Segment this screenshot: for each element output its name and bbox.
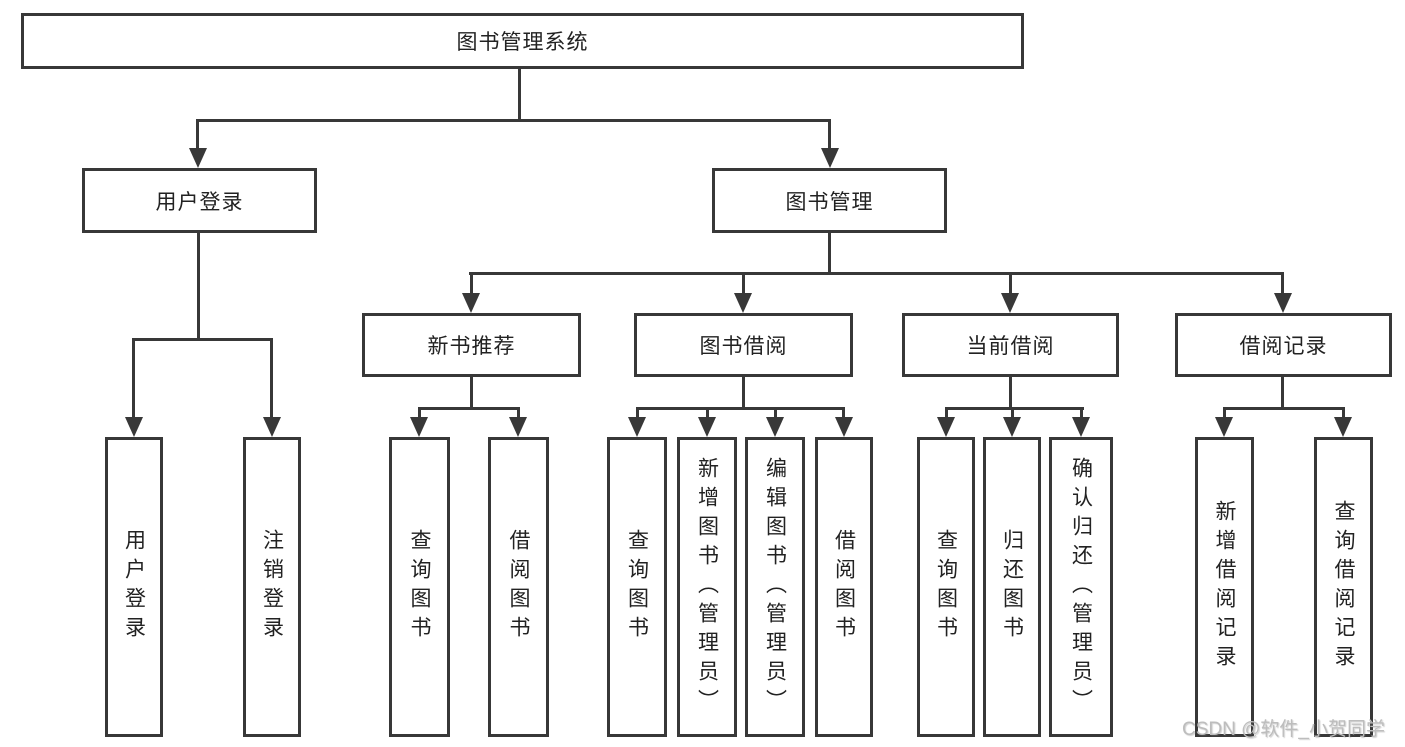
node-book-management: 图书管理	[712, 168, 947, 233]
arrowhead-user-login	[189, 148, 207, 168]
arrowhead-borrow-book-1	[509, 417, 527, 437]
connector-currentborrow-stem	[1009, 377, 1012, 407]
connector-to-borrow-records	[1281, 272, 1284, 295]
connector-recommend-rail	[418, 407, 520, 410]
connector-to-query-record	[1342, 407, 1345, 420]
node-book-borrow: 图书借阅	[634, 313, 853, 377]
leaf-edit-book-admin: 编辑图书（管理员）	[745, 437, 805, 737]
connector-recommend-stem	[470, 377, 473, 407]
node-book-borrow-label: 图书借阅	[699, 335, 788, 358]
arrowhead-current-borrow	[1001, 293, 1019, 313]
connector-to-book-management	[828, 119, 831, 151]
arrowhead-leaf-logout	[263, 417, 281, 437]
connector-to-add-book	[706, 407, 709, 420]
arrowhead-query-book-1	[410, 417, 428, 437]
node-borrow-records-label: 借阅记录	[1239, 335, 1328, 358]
connector-to-new-book-recommend	[470, 272, 473, 295]
arrowhead-query-record	[1334, 417, 1352, 437]
arrowhead-borrow-records	[1274, 293, 1292, 313]
connector-bookmgmt-rail	[469, 272, 1283, 275]
connector-currentborrow-rail	[945, 407, 1084, 410]
connector-to-borrow-book-1	[517, 407, 520, 420]
arrowhead-query-book-3	[937, 417, 955, 437]
arrowhead-borrow-book-2	[835, 417, 853, 437]
connector-to-query-book-1	[418, 407, 421, 420]
node-user-login: 用户登录	[82, 168, 317, 233]
connector-records-stem	[1281, 377, 1284, 407]
leaf-return-book-label: 归还图书	[1000, 529, 1024, 645]
node-current-borrow: 当前借阅	[902, 313, 1119, 377]
connector-to-add-record	[1223, 407, 1226, 420]
leaf-query-book-2-label: 查询图书	[625, 529, 649, 645]
connector-root-rail	[197, 119, 831, 122]
arrowhead-add-book	[698, 417, 716, 437]
connector-userlogin-stem	[197, 233, 200, 338]
connector-root-stem	[518, 69, 521, 119]
arrowhead-return-book	[1003, 417, 1021, 437]
connector-to-edit-book	[774, 407, 777, 420]
arrowhead-edit-book	[766, 417, 784, 437]
leaf-user-login: 用户登录	[105, 437, 163, 737]
leaf-confirm-return-admin-label: 确认归还（管理员）	[1069, 456, 1093, 718]
arrowhead-leaf-user-login	[125, 417, 143, 437]
connector-to-user-login	[196, 119, 199, 151]
node-user-login-label: 用户登录	[155, 190, 244, 214]
node-new-book-recommend: 新书推荐	[362, 313, 581, 377]
leaf-borrow-book-2: 借阅图书	[815, 437, 873, 737]
leaf-user-login-label: 用户登录	[122, 529, 146, 645]
connector-bookmgmt-stem	[828, 233, 831, 272]
leaf-edit-book-admin-label: 编辑图书（管理员）	[763, 456, 787, 718]
leaf-return-book: 归还图书	[983, 437, 1041, 737]
connector-to-leaf-user-login	[132, 338, 135, 420]
leaf-query-book-3-label: 查询图书	[934, 529, 958, 645]
connector-to-leaf-logout	[270, 338, 273, 420]
leaf-query-borrow-record: 查询借阅记录	[1314, 437, 1373, 737]
connector-to-return-book	[1011, 407, 1014, 420]
node-root-label: 图书管理系统	[456, 31, 589, 54]
node-book-management-label: 图书管理	[785, 190, 874, 214]
node-borrow-records: 借阅记录	[1175, 313, 1392, 377]
node-root: 图书管理系统	[21, 13, 1024, 69]
connector-to-query-book-2	[636, 407, 639, 420]
leaf-add-book-admin-label: 新增图书（管理员）	[695, 456, 719, 718]
leaf-query-book-2: 查询图书	[607, 437, 667, 737]
connector-to-borrow-book-2	[842, 407, 845, 420]
leaf-confirm-return-admin: 确认归还（管理员）	[1049, 437, 1113, 737]
leaf-query-book-3: 查询图书	[917, 437, 975, 737]
leaf-borrow-book-2-label: 借阅图书	[832, 529, 856, 645]
connector-to-current-borrow	[1009, 272, 1012, 295]
node-current-borrow-label: 当前借阅	[966, 335, 1055, 358]
connector-to-query-book-3	[945, 407, 948, 420]
leaf-logout-label: 注销登录	[260, 529, 284, 645]
connector-to-book-borrow	[742, 272, 745, 295]
leaf-borrow-book-1: 借阅图书	[488, 437, 549, 737]
connector-bookborrow-stem	[742, 377, 745, 407]
node-new-book-recommend-label: 新书推荐	[427, 335, 516, 358]
arrowhead-new-book-recommend	[462, 293, 480, 313]
arrowhead-add-record	[1215, 417, 1233, 437]
leaf-add-book-admin: 新增图书（管理员）	[677, 437, 737, 737]
leaf-borrow-book-1-label: 借阅图书	[507, 529, 530, 645]
arrowhead-query-book-2	[628, 417, 646, 437]
arrowhead-book-management	[821, 148, 839, 168]
leaf-query-borrow-record-label: 查询借阅记录	[1332, 500, 1355, 674]
connector-userlogin-rail	[132, 338, 273, 341]
csdn-watermark: CSDN @软件_小贺同学	[1182, 719, 1385, 740]
leaf-query-book-1: 查询图书	[389, 437, 450, 737]
leaf-add-borrow-record-label: 新增借阅记录	[1213, 500, 1236, 674]
arrowhead-book-borrow	[734, 293, 752, 313]
leaf-logout: 注销登录	[243, 437, 301, 737]
arrowhead-confirm-return	[1072, 417, 1090, 437]
leaf-query-book-1-label: 查询图书	[408, 529, 431, 645]
connector-to-confirm-return	[1080, 407, 1083, 420]
leaf-add-borrow-record: 新增借阅记录	[1195, 437, 1254, 737]
connector-records-rail	[1223, 407, 1345, 410]
connector-bookborrow-rail	[636, 407, 845, 410]
